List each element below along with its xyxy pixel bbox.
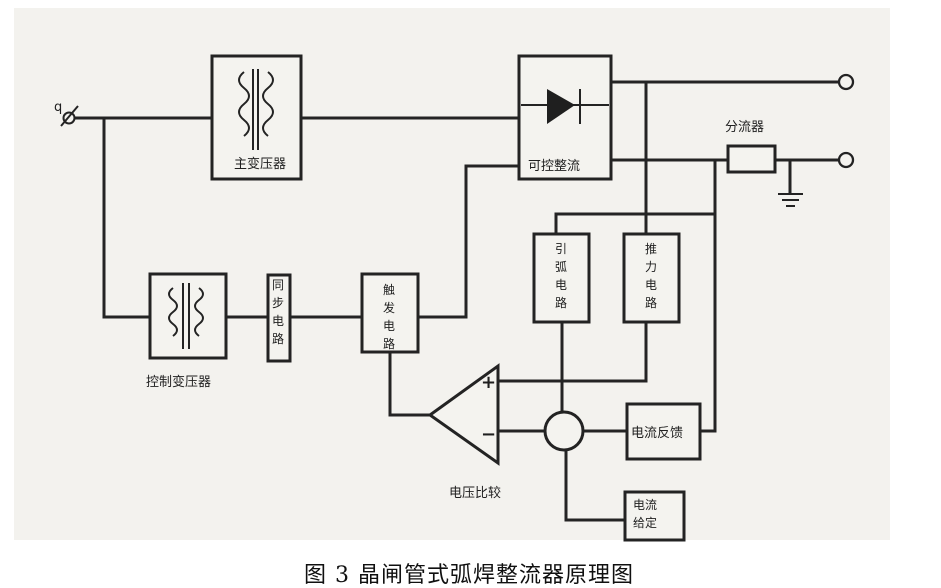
arc-force-label-2: 力	[645, 260, 657, 274]
wiring	[68, 80, 842, 522]
caption: 图 3 晶闸管式弧焊整流器原理图	[304, 563, 634, 588]
trigger-circuit-block: 触 发 电 路	[360, 272, 420, 354]
input-terminal	[60, 105, 79, 127]
arc-force-label-3: 电	[645, 278, 657, 292]
input-mark: q	[54, 100, 62, 115]
comparator-minus-sign: −	[481, 424, 496, 445]
current-setting-label-1: 电流	[633, 498, 657, 512]
trigger-circuit-label-1: 触	[383, 283, 395, 297]
current-feedback-label: 电流反馈	[631, 426, 683, 441]
current-setting-block: 电流 给定	[623, 490, 686, 542]
sync-circuit-block: 同 步 电 路	[266, 273, 292, 363]
main-transformer-label: 主变压器	[234, 156, 286, 172]
arc-start-label-3: 电	[555, 278, 567, 292]
current-setting-label-2: 给定	[633, 515, 657, 530]
arc-start-circuit-block: 引 弧 电 路	[532, 232, 591, 324]
shunt-block: 分流器	[725, 120, 777, 174]
voltage-comparator: + − 电压比较	[427, 363, 501, 501]
control-transformer-label: 控制变压器	[146, 374, 211, 390]
summing-node	[543, 410, 585, 452]
shunt-label: 分流器	[725, 120, 764, 135]
main-transformer-block: 主变压器	[210, 54, 303, 181]
arc-force-label-4: 路	[645, 295, 657, 310]
trigger-circuit-label-3: 电	[383, 319, 395, 333]
sync-circuit-label-2: 步	[272, 296, 284, 310]
figure-caption: 图 3 晶闸管式弧焊整流器原理图	[304, 563, 634, 588]
controlled-rectifier-block: 可控整流	[517, 54, 613, 181]
arc-start-label-2: 弧	[555, 260, 567, 274]
sync-circuit-label-3: 电	[272, 314, 284, 328]
sync-circuit-label-4: 路	[272, 331, 284, 346]
controlled-rectifier-label: 可控整流	[528, 159, 580, 174]
arc-force-label-1: 推	[645, 242, 657, 256]
trigger-circuit-label-4: 路	[383, 336, 395, 351]
voltage-compare-label: 电压比较	[449, 486, 501, 501]
arc-start-label-1: 引	[555, 242, 567, 256]
output-terminals	[837, 73, 855, 169]
comparator-plus-sign: +	[481, 372, 496, 393]
arc-force-circuit-block: 推 力 电 路	[622, 232, 681, 324]
arc-start-label-4: 路	[555, 295, 567, 310]
trigger-circuit-label-2: 发	[383, 300, 395, 315]
current-feedback-block: 电流反馈	[625, 402, 702, 461]
sync-circuit-label-1: 同	[272, 278, 284, 292]
control-transformer-block: 控制变压器	[146, 272, 228, 390]
